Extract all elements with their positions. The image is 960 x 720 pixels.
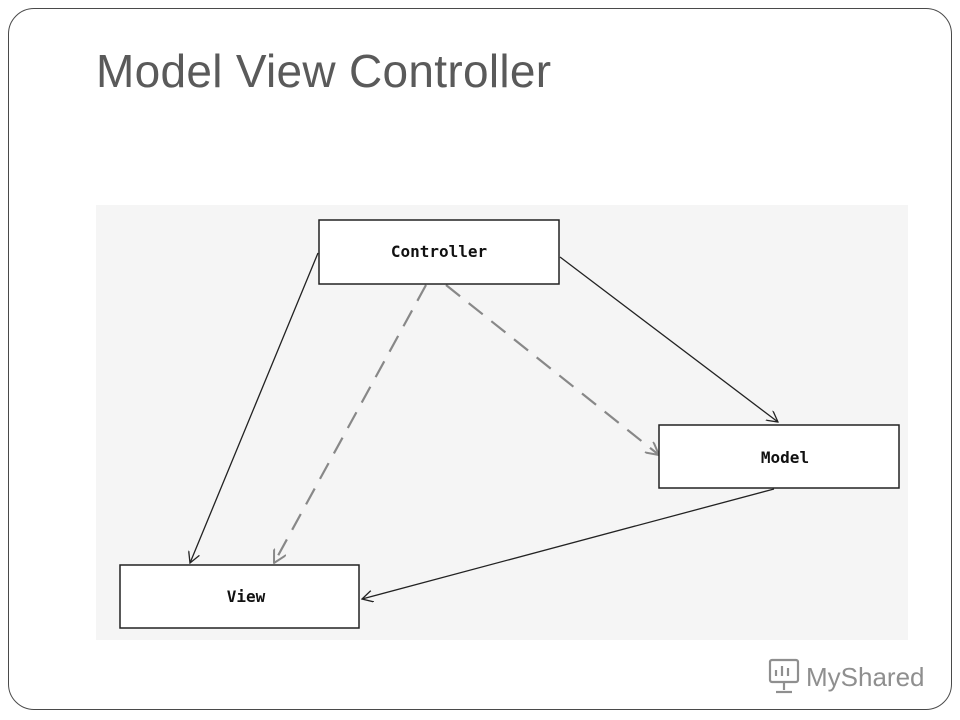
edge-controller-to-model — [559, 256, 778, 422]
edge-controller-to-model-dashed — [445, 284, 659, 455]
mvc-diagram: Controller Model View — [96, 205, 908, 640]
presentation-board-icon — [768, 658, 800, 694]
myshared-logo: MyShared — [768, 658, 925, 694]
slide-title: Model View Controller — [96, 45, 552, 97]
controller-label: Controller — [391, 242, 487, 261]
view-label: View — [227, 587, 266, 606]
model-label: Model — [761, 448, 809, 467]
edge-controller-to-view — [190, 252, 319, 563]
edge-controller-to-view-dashed — [274, 284, 427, 563]
controller-node: Controller — [318, 219, 560, 285]
model-node: Model — [658, 424, 900, 489]
myshared-brand-text: MyShared — [806, 662, 925, 692]
view-node: View — [119, 564, 360, 629]
diagram-canvas: Controller Model View — [119, 219, 900, 629]
myshared-watermark: MyShared — [766, 654, 926, 698]
edge-model-to-view — [362, 488, 775, 599]
